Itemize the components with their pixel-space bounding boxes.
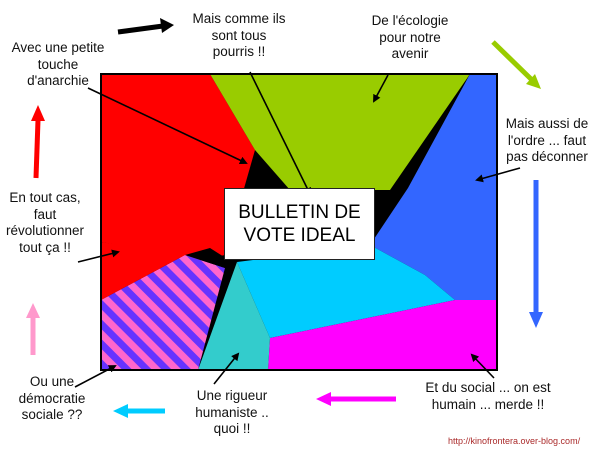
label-line: Mais comme ils bbox=[192, 11, 286, 26]
red-arrow-icon bbox=[31, 105, 45, 179]
black-arrow-icon bbox=[117, 18, 174, 35]
red-lower-region bbox=[101, 242, 185, 300]
magenta-region bbox=[268, 300, 497, 370]
label-social: Et du social ... on est humain ... merde… bbox=[402, 380, 574, 413]
label-ecologie: De l'écologie pour notre avenir bbox=[362, 13, 458, 63]
democratie-region bbox=[101, 255, 225, 370]
source-url: http://kinofrontera.over-blog.com/ bbox=[448, 436, 581, 446]
ordre-pointer bbox=[475, 167, 521, 183]
label-line: De l'écologie bbox=[371, 13, 449, 28]
label-anarchie: Avec une petite touche d'anarchie bbox=[2, 40, 114, 90]
label-line: touche bbox=[37, 56, 79, 72]
revolution-pointer bbox=[77, 249, 120, 263]
title-line-1: BULLETIN DE bbox=[238, 202, 361, 223]
label-line: tout ça !! bbox=[19, 239, 71, 255]
anarchie-region bbox=[101, 74, 255, 260]
cycle-arrows bbox=[26, 18, 543, 418]
black-wedge-left bbox=[185, 248, 232, 268]
label-line: faut bbox=[33, 206, 57, 222]
ecologie-region bbox=[210, 74, 470, 190]
democratie-pointer bbox=[74, 365, 117, 388]
label-humaniste: Une rigueur humaniste .. quoi !! bbox=[180, 388, 284, 438]
ecologie-pointer bbox=[373, 74, 389, 103]
label-line: Et du social ... on est bbox=[425, 380, 551, 395]
label-ordre: Mais aussi de l'ordre ... faut pas décon… bbox=[494, 116, 600, 166]
label-line: humain ... merde !! bbox=[431, 396, 545, 412]
ballot-border bbox=[100, 73, 498, 371]
label-line: Avec une petite bbox=[11, 40, 105, 55]
blue-arrow-icon bbox=[529, 180, 543, 328]
humaniste-pointer bbox=[213, 352, 240, 385]
label-line: Mais aussi de bbox=[505, 116, 589, 131]
label-line: humaniste .. bbox=[195, 404, 269, 420]
label-line: sociale ?? bbox=[21, 407, 83, 422]
pink-arrow-icon bbox=[26, 303, 40, 355]
pourris-pointer bbox=[249, 71, 311, 196]
label-line: d'anarchie bbox=[27, 73, 89, 88]
label-democratie: Ou une démocratie sociale ?? bbox=[12, 374, 92, 424]
label-line: pas déconner bbox=[506, 149, 588, 164]
cyan-arrow-icon bbox=[113, 404, 165, 418]
label-revolution: En tout cas, faut révolutionner tout ça … bbox=[0, 190, 90, 256]
label-line: En tout cas, bbox=[9, 190, 81, 205]
pointer-lines bbox=[74, 71, 521, 388]
ballot-title: BULLETIN DE VOTE IDEAL bbox=[224, 188, 375, 260]
magenta-arrow-icon bbox=[316, 392, 396, 406]
anarchie-pointer bbox=[87, 87, 248, 165]
label-line: l'ordre ... faut bbox=[507, 132, 587, 148]
ballot-area bbox=[100, 73, 498, 371]
label-pourris: Mais comme ils sont tous pourris !! bbox=[176, 11, 302, 61]
title-line-2: VOTE IDEAL bbox=[243, 225, 356, 246]
humaniste-region bbox=[198, 262, 270, 370]
label-line: avenir bbox=[391, 46, 429, 61]
label-line: sont tous bbox=[211, 27, 267, 43]
label-line: pourris !! bbox=[212, 44, 266, 59]
label-line: quoi !! bbox=[213, 421, 251, 436]
label-line: démocratie bbox=[18, 390, 86, 406]
label-line: Une rigueur bbox=[196, 388, 268, 403]
label-line: Ou une bbox=[29, 374, 75, 389]
label-line: révolutionner bbox=[5, 223, 85, 238]
green-arrow-icon bbox=[491, 40, 541, 89]
social-region bbox=[237, 245, 455, 338]
ordre-region bbox=[370, 74, 497, 300]
label-line: pour notre bbox=[379, 29, 441, 45]
social-pointer bbox=[470, 353, 495, 379]
